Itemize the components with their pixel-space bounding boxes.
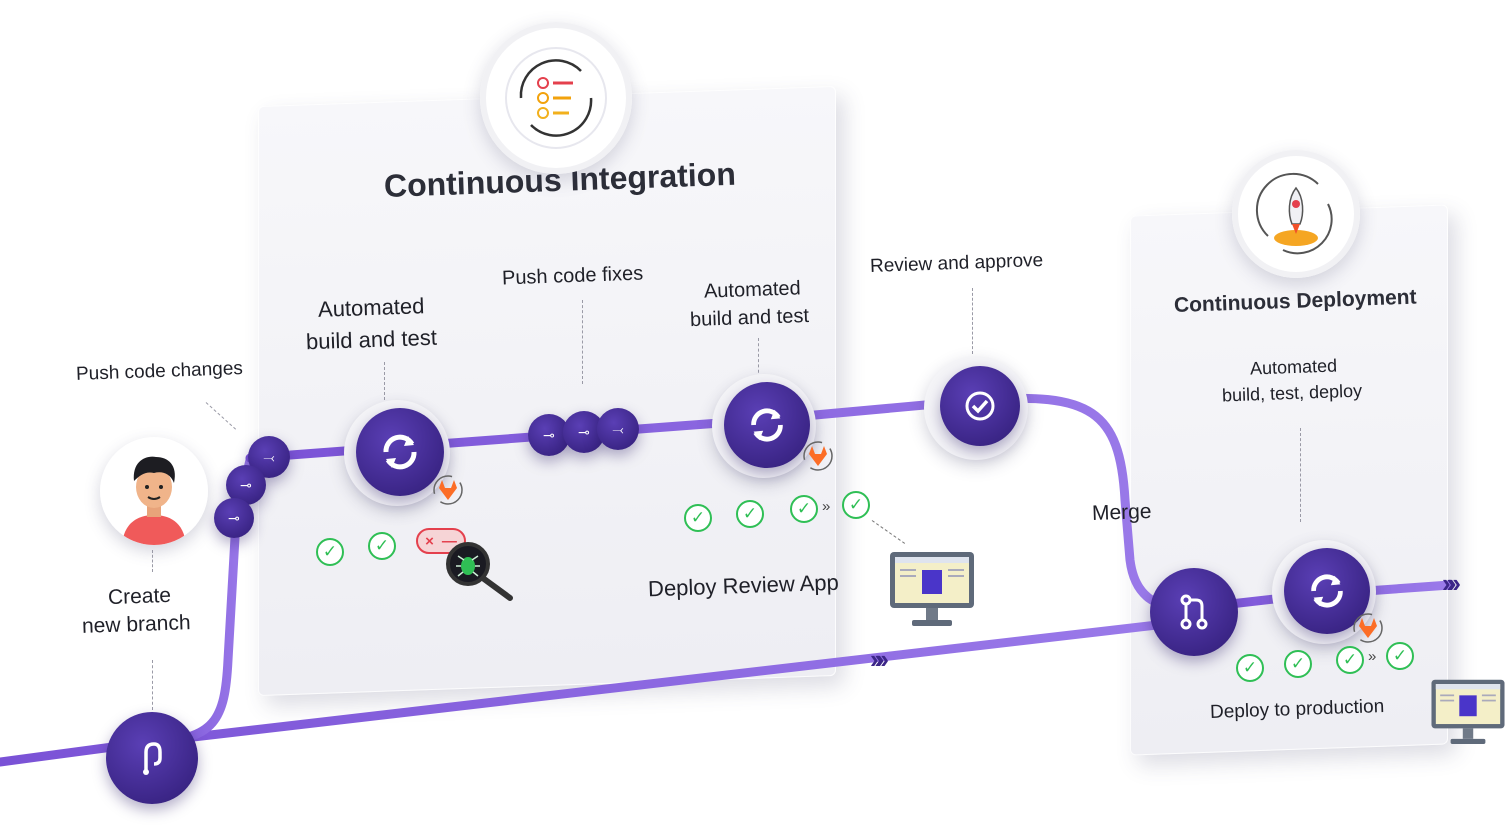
flow-arrow-icon: »» <box>1442 568 1461 598</box>
leader-line <box>152 660 153 710</box>
build-test-node-2[interactable] <box>724 382 810 468</box>
label-automated-1: Automated <box>317 293 425 322</box>
check-pass-icon: ✓ <box>1236 654 1264 682</box>
gitlab-fox-icon <box>803 441 833 471</box>
leader-line <box>384 362 385 400</box>
leader-line <box>758 338 759 378</box>
commit-icon: ⊸ <box>543 426 555 443</box>
label-automated-3: Automated <box>1249 355 1338 379</box>
build-test-deploy-node[interactable] <box>1284 548 1370 634</box>
pipeline-checklist-icon <box>505 47 607 149</box>
label-build-test-1: build and test <box>305 324 438 355</box>
leader-line <box>582 300 583 384</box>
monitor-icon <box>890 552 974 626</box>
leader-line <box>972 288 973 354</box>
pipeline-badge <box>480 22 632 174</box>
check-pass-icon: ✓ <box>1386 642 1414 670</box>
chevron-icon: » <box>822 498 831 515</box>
leader-line <box>152 550 153 572</box>
commit-node[interactable]: ⊸ <box>214 498 254 538</box>
developer-avatar <box>100 437 208 545</box>
commit-node[interactable]: ⤙ <box>248 436 290 478</box>
gitlab-fox-icon <box>1353 613 1383 643</box>
monitor-icon <box>1431 679 1505 745</box>
check-pass-icon: ✓ <box>316 538 344 566</box>
check-pass-icon: ✓ <box>842 491 870 519</box>
label-automated-2: Automated <box>703 277 802 303</box>
check-pass-icon: ✓ <box>736 500 764 528</box>
sync-icon <box>1311 574 1343 608</box>
commit-icon: ⤙ <box>263 448 275 465</box>
rocket-icon <box>1255 172 1333 255</box>
approve-check-icon <box>965 391 995 421</box>
flow-arrow-icon: »» <box>870 644 889 674</box>
check-pass-icon: ✓ <box>1336 646 1364 674</box>
commit-icon: ⤙ <box>612 420 624 437</box>
merge-icon <box>1180 594 1208 630</box>
branch-icon <box>143 742 162 775</box>
sync-icon <box>751 408 783 442</box>
leader-line <box>1300 428 1301 522</box>
merge-node[interactable] <box>1150 568 1238 656</box>
gitlab-fox-icon <box>433 475 463 505</box>
label-new-branch: new branch <box>81 611 191 638</box>
commit-icon: ⊸ <box>228 509 240 526</box>
commit-node[interactable]: ⤙ <box>597 408 639 450</box>
commit-icon: ⊸ <box>578 423 590 440</box>
rocket-badge <box>1232 150 1360 278</box>
label-merge: Merge <box>1091 499 1152 526</box>
commit-icon: ⊸ <box>240 476 252 493</box>
bug-search-icon <box>446 542 513 601</box>
check-pass-icon: ✓ <box>368 532 396 560</box>
chevron-icon: » <box>1368 648 1377 665</box>
check-pass-icon: ✓ <box>1284 650 1312 678</box>
label-create: Create <box>107 583 172 610</box>
build-test-node-1[interactable] <box>356 408 444 496</box>
branch-node[interactable] <box>106 712 198 804</box>
label-build-test-2: build and test <box>689 304 810 332</box>
check-pass-icon: ✓ <box>790 495 818 523</box>
sync-icon <box>383 434 417 470</box>
review-approve-node[interactable] <box>940 366 1020 446</box>
check-pass-icon: ✓ <box>684 504 712 532</box>
label-push-code-fixes: Push code fixes <box>501 262 644 290</box>
